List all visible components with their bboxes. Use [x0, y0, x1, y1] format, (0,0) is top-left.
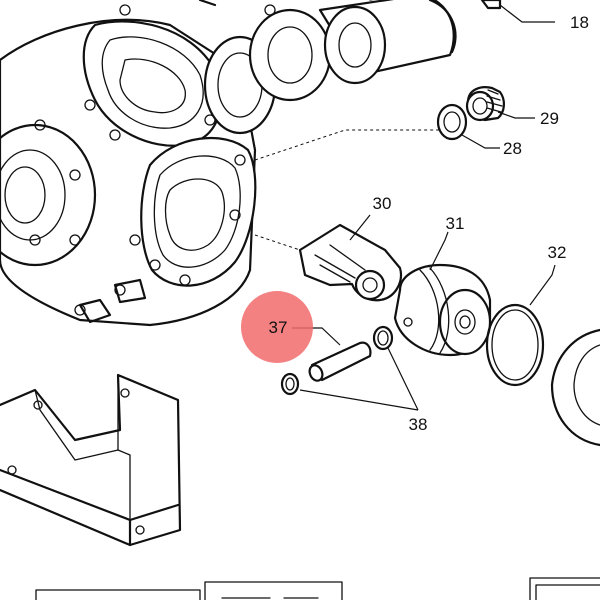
shaft-bearing-assembly	[119, 0, 457, 135]
part-18	[480, 0, 555, 23]
callout-29: 29	[540, 109, 559, 128]
callout-30: 30	[373, 194, 392, 213]
assembly-line	[254, 129, 440, 161]
mounting-bracket	[0, 373, 182, 547]
part-29-plug	[465, 86, 535, 122]
part-31-piston	[393, 231, 492, 357]
cylinder-partial	[550, 328, 600, 447]
callout-38: 38	[409, 415, 428, 434]
part-38-circlips	[280, 325, 419, 411]
callout-32: 32	[548, 243, 567, 262]
part-30-connecting-rod	[298, 214, 403, 302]
assembly-line	[254, 234, 301, 251]
callout-18: 18	[570, 13, 589, 32]
callout-31: 31	[446, 214, 465, 233]
callout-37: 37	[269, 318, 288, 337]
callout-28: 28	[503, 139, 522, 158]
highlight-marker	[241, 291, 313, 363]
gearbox-housing	[0, 18, 257, 327]
part-32-piston-ring	[485, 264, 556, 387]
bottom-frame	[35, 577, 600, 601]
part-28-washer	[436, 103, 500, 149]
